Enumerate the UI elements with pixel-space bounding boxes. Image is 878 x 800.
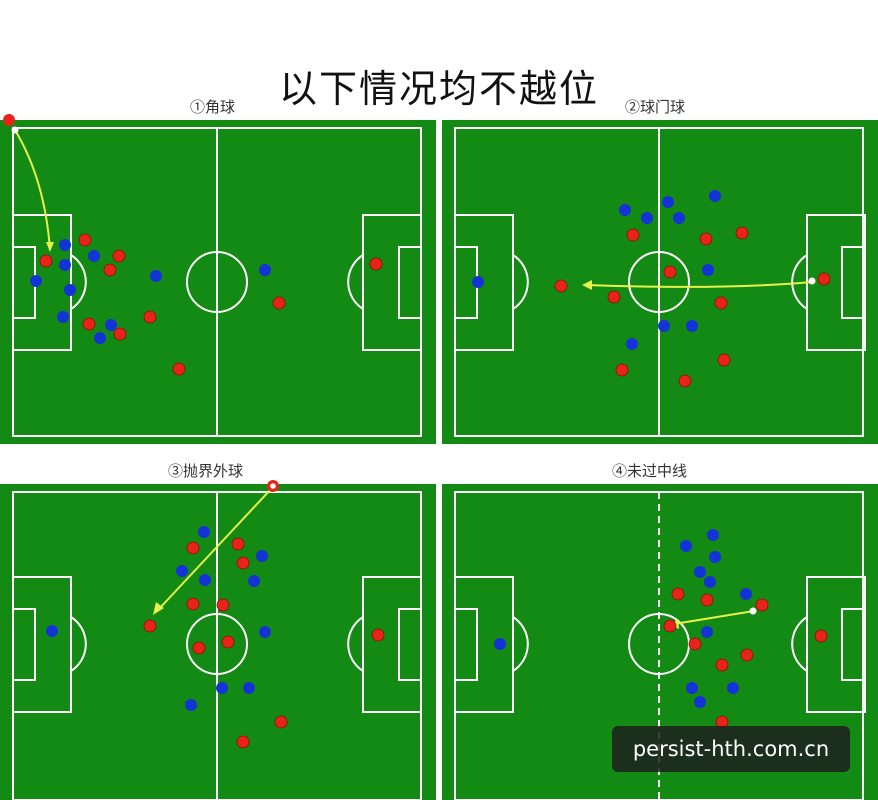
panel-label-throw-in: ③抛界外球 [168,462,244,480]
corner-kick-taker [3,114,15,126]
pitch-throw-in [0,484,436,800]
page-title: 以下情况均不越位 [278,67,599,111]
panel-label-goal-kick: ②球门球 [625,98,686,116]
pitch-goal-kick [442,120,878,444]
watermark: persist-hth.com.cn [612,726,850,772]
panel-label-corner-kick: ①角球 [190,98,236,116]
panel-label-not-past-halfway: ④未过中线 [612,462,688,480]
pitch-corner-kick [0,120,436,444]
throw-in-taker [267,480,279,492]
